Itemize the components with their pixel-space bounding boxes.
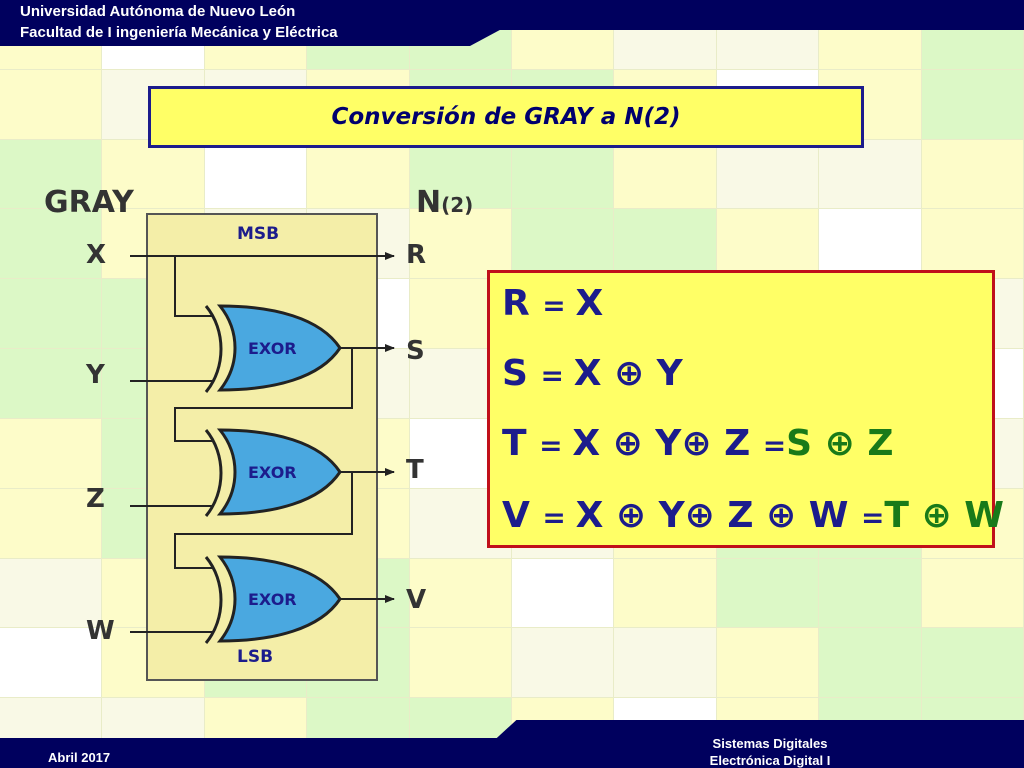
university-name: Universidad Autónoma de Nuevo León	[20, 3, 296, 20]
equation-t: T = X ⊕ Y⊕ Z =S ⊕ Z	[502, 423, 893, 464]
background-cell	[921, 139, 1024, 210]
background-cell	[0, 488, 103, 559]
background-cell	[614, 628, 717, 699]
xor-gate-3	[204, 555, 342, 644]
equation-s: S = X ⊕ Y	[502, 353, 683, 394]
binary-heading-sub: (2)	[441, 193, 474, 217]
input-x: X	[86, 240, 107, 270]
background-cell	[409, 558, 512, 629]
equation-term: V	[502, 495, 543, 536]
footer-course-line1: Sistemas Digitales	[712, 736, 828, 751]
background-cell	[921, 209, 1024, 280]
background-cell	[0, 69, 103, 140]
gray-heading: GRAY	[44, 185, 134, 220]
background-cell	[307, 139, 410, 210]
xor-gate-2	[204, 428, 342, 517]
output-s: S	[406, 336, 425, 366]
gate-3-label: EXOR	[248, 590, 297, 609]
equation-term: X ⊕ Y⊕ Z	[572, 423, 763, 464]
background-cell	[716, 628, 820, 699]
background-cell	[716, 209, 820, 280]
equation-v: V = X ⊕ Y⊕ Z ⊕ W =T ⊕ W	[502, 495, 1004, 536]
faculty-name: Facultad de I ingeniería Mecánica y Eléc…	[20, 24, 338, 41]
background-cell	[0, 418, 103, 489]
background-cell	[409, 209, 512, 280]
background-cell	[614, 558, 717, 629]
background-cell	[0, 279, 103, 350]
background-cell	[0, 349, 103, 419]
footer-tab	[484, 720, 1024, 768]
equation-term: =	[539, 429, 573, 462]
background-cell	[0, 558, 103, 629]
background-cell	[614, 209, 717, 280]
footer-course-line2: Electrónica Digital I	[709, 753, 831, 768]
background-cell	[716, 558, 820, 629]
binary-heading-main: N	[416, 185, 442, 220]
background-cell	[409, 628, 512, 699]
background-cell	[511, 628, 615, 699]
output-t: T	[406, 455, 424, 485]
background-cell	[819, 628, 922, 699]
header-tab	[0, 0, 500, 46]
output-r: R	[406, 240, 427, 270]
background-cell	[511, 139, 615, 210]
background-cell	[511, 209, 615, 280]
equation-term: =	[860, 501, 885, 534]
equation-term: =	[542, 289, 576, 322]
gate-1-label: EXOR	[248, 339, 297, 358]
background-cell	[0, 139, 103, 210]
input-w: W	[86, 616, 115, 646]
gate-2-label: EXOR	[248, 463, 297, 482]
output-v: V	[406, 585, 427, 615]
input-z: Z	[86, 484, 105, 514]
wire-x-gate1	[174, 256, 214, 317]
background-cell	[921, 628, 1024, 699]
background-cell	[819, 139, 922, 210]
equation-term: S	[502, 353, 541, 394]
background-cell	[409, 139, 512, 210]
background-cell	[819, 209, 922, 280]
slide-title: Conversión de GRAY a N(2)	[331, 104, 681, 130]
equation-term: X ⊕ Y⊕ Z ⊕ W	[575, 495, 861, 536]
background-cell	[614, 139, 717, 210]
equation-term: =	[762, 429, 787, 462]
wire-t-gate3	[174, 472, 353, 569]
lsb-label: LSB	[237, 647, 274, 667]
binary-heading: N(2)	[416, 185, 473, 220]
equation-r: R = X	[502, 283, 603, 324]
equation-term: X ⊕ Y	[573, 353, 683, 394]
background-cell	[921, 558, 1024, 629]
equation-term: R	[502, 283, 543, 324]
background-cell	[819, 558, 922, 629]
equation-term: =	[542, 501, 576, 534]
title-box: Conversión de GRAY a N(2)	[148, 86, 864, 148]
background-cell	[102, 139, 205, 210]
background-cell	[511, 558, 615, 629]
background-cell	[921, 69, 1024, 140]
background-cell	[0, 628, 103, 699]
equation-term: X	[575, 283, 604, 324]
background-cell	[716, 139, 820, 210]
input-y: Y	[86, 360, 105, 390]
equation-term: =	[540, 359, 574, 392]
msb-label: MSB	[237, 224, 280, 244]
equation-term: S ⊕ Z	[786, 423, 894, 464]
xor-gate-1	[204, 304, 342, 393]
background-cell	[204, 139, 308, 210]
footer-date: Abril 2017	[48, 750, 111, 765]
background-cell	[0, 209, 103, 280]
equation-term: T	[502, 423, 540, 464]
equations-box: R = X S = X ⊕ Y T = X ⊕ Y⊕ Z =S ⊕ Z V = …	[487, 270, 1004, 548]
equation-term: T ⊕ W	[884, 495, 1004, 536]
wire-s-gate2	[174, 348, 353, 442]
